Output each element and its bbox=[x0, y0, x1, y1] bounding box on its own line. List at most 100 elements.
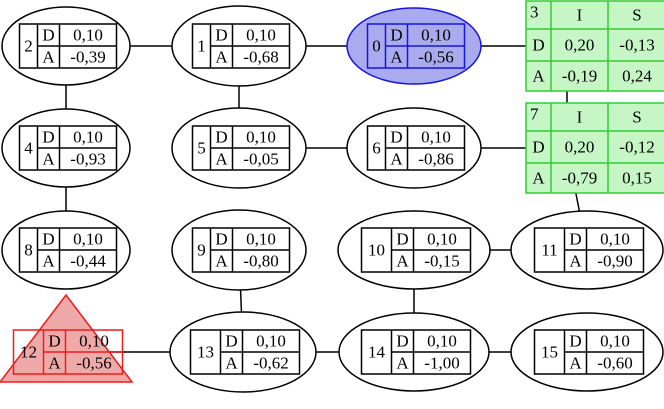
row-key-label: D bbox=[42, 230, 54, 249]
row-key-label: D bbox=[390, 26, 402, 45]
cell-value: 0,24 bbox=[622, 67, 652, 86]
cell-value: 0,10 bbox=[246, 230, 276, 249]
cell-value: -0,39 bbox=[70, 48, 105, 67]
cell-value: 0,10 bbox=[421, 26, 451, 45]
cell-value: -0,68 bbox=[243, 48, 278, 67]
cell-value: -0,79 bbox=[562, 169, 597, 188]
cell-value: -0,60 bbox=[597, 354, 632, 373]
row-key-label: A bbox=[569, 354, 582, 373]
cell-value: -0,13 bbox=[619, 36, 654, 55]
column-header-label: I bbox=[577, 6, 583, 25]
cell-value: 0,10 bbox=[600, 230, 630, 249]
node-3: 3 I S D 0,20 -0,13A -0,19 0,24 bbox=[525, 0, 664, 92]
node-id-label: 12 bbox=[20, 343, 37, 362]
node-id-label: 4 bbox=[24, 139, 33, 158]
cell-value: 0,10 bbox=[246, 26, 276, 45]
cell-value: 0,15 bbox=[622, 169, 652, 188]
cell-value: 0,10 bbox=[427, 230, 457, 249]
cell-value: 0,20 bbox=[565, 138, 595, 157]
cell-value: 0,20 bbox=[565, 36, 595, 55]
row-key-label: A bbox=[532, 67, 545, 86]
column-header-label: S bbox=[632, 108, 641, 127]
node-id-label: 2 bbox=[24, 37, 33, 56]
cell-value: -0,80 bbox=[243, 252, 278, 271]
node-6: 6D 0,10A -0,86 bbox=[346, 107, 482, 189]
node-id-label: 7 bbox=[530, 105, 539, 124]
row-key-label: A bbox=[215, 150, 228, 169]
row-key-label: D bbox=[569, 230, 581, 249]
node-2: 2D 0,10A -0,39 bbox=[1, 6, 131, 86]
node-7-box bbox=[525, 102, 664, 194]
cell-value: 0,10 bbox=[246, 128, 276, 147]
cell-value: -0,86 bbox=[418, 150, 453, 169]
cell-value: 0,10 bbox=[600, 332, 630, 351]
cell-value: -0,62 bbox=[253, 354, 288, 373]
row-key-label: D bbox=[225, 332, 237, 351]
cell-value: -0,56 bbox=[418, 48, 453, 67]
column-header-label: I bbox=[577, 108, 583, 127]
node-id-label: 0 bbox=[372, 37, 381, 56]
row-key-label: A bbox=[390, 48, 403, 67]
node-15: 15 D 0,10A -0,60 bbox=[510, 312, 664, 392]
cell-value: -0,90 bbox=[597, 252, 632, 271]
node-id-label: 13 bbox=[197, 343, 214, 362]
row-key-label: A bbox=[215, 48, 228, 67]
row-key-label: A bbox=[569, 252, 582, 271]
row-key-label: A bbox=[48, 354, 61, 373]
node-id-label: 15 bbox=[541, 343, 558, 362]
row-key-label: D bbox=[396, 332, 408, 351]
node-12: 12 D 0,10A -0,56 bbox=[0, 293, 134, 383]
cell-value: -1,00 bbox=[424, 354, 459, 373]
row-key-label: D bbox=[390, 128, 402, 147]
row-key-label: D bbox=[215, 128, 227, 147]
cell-value: 0,10 bbox=[73, 26, 103, 45]
cell-value: -0,19 bbox=[562, 67, 597, 86]
row-key-label: D bbox=[42, 128, 54, 147]
node-id-label: 6 bbox=[372, 139, 381, 158]
node-3-box bbox=[525, 0, 664, 92]
row-key-label: A bbox=[390, 150, 403, 169]
row-key-label: A bbox=[42, 252, 55, 271]
cell-value: 0,10 bbox=[256, 332, 286, 351]
node-id-label: 1 bbox=[197, 37, 206, 56]
node-id-label: 3 bbox=[530, 3, 539, 22]
cell-value: -0,56 bbox=[76, 354, 111, 373]
node-id-label: 9 bbox=[197, 241, 206, 260]
row-key-label: A bbox=[225, 354, 238, 373]
row-key-label: D bbox=[48, 332, 60, 351]
cell-value: 0,10 bbox=[73, 128, 103, 147]
row-key-label: D bbox=[569, 332, 581, 351]
cell-value: 0,10 bbox=[79, 332, 109, 351]
node-0: 0D 0,10A -0,56 bbox=[346, 7, 482, 85]
row-key-label: A bbox=[42, 48, 55, 67]
row-key-label: A bbox=[396, 354, 409, 373]
node-id-label: 8 bbox=[24, 241, 33, 260]
cell-value: 0,10 bbox=[421, 128, 451, 147]
row-key-label: D bbox=[532, 36, 544, 55]
row-key-label: A bbox=[532, 169, 545, 188]
cell-value: -0,15 bbox=[424, 252, 459, 271]
cell-value: -0,93 bbox=[70, 150, 105, 169]
node-id-label: 10 bbox=[368, 241, 385, 260]
node-10: 10 D 0,10A -0,15 bbox=[337, 210, 491, 290]
row-key-label: D bbox=[396, 230, 408, 249]
node-id-label: 5 bbox=[197, 139, 206, 158]
node-id-label: 14 bbox=[368, 343, 386, 362]
row-key-label: A bbox=[215, 252, 228, 271]
node-13: 13 D 0,10A -0,62 bbox=[169, 311, 317, 393]
edges-layer bbox=[65, 45, 588, 353]
column-header-label: S bbox=[632, 6, 641, 25]
row-key-label: A bbox=[396, 252, 409, 271]
cell-value: -0,12 bbox=[619, 138, 654, 157]
row-key-label: D bbox=[42, 26, 54, 45]
